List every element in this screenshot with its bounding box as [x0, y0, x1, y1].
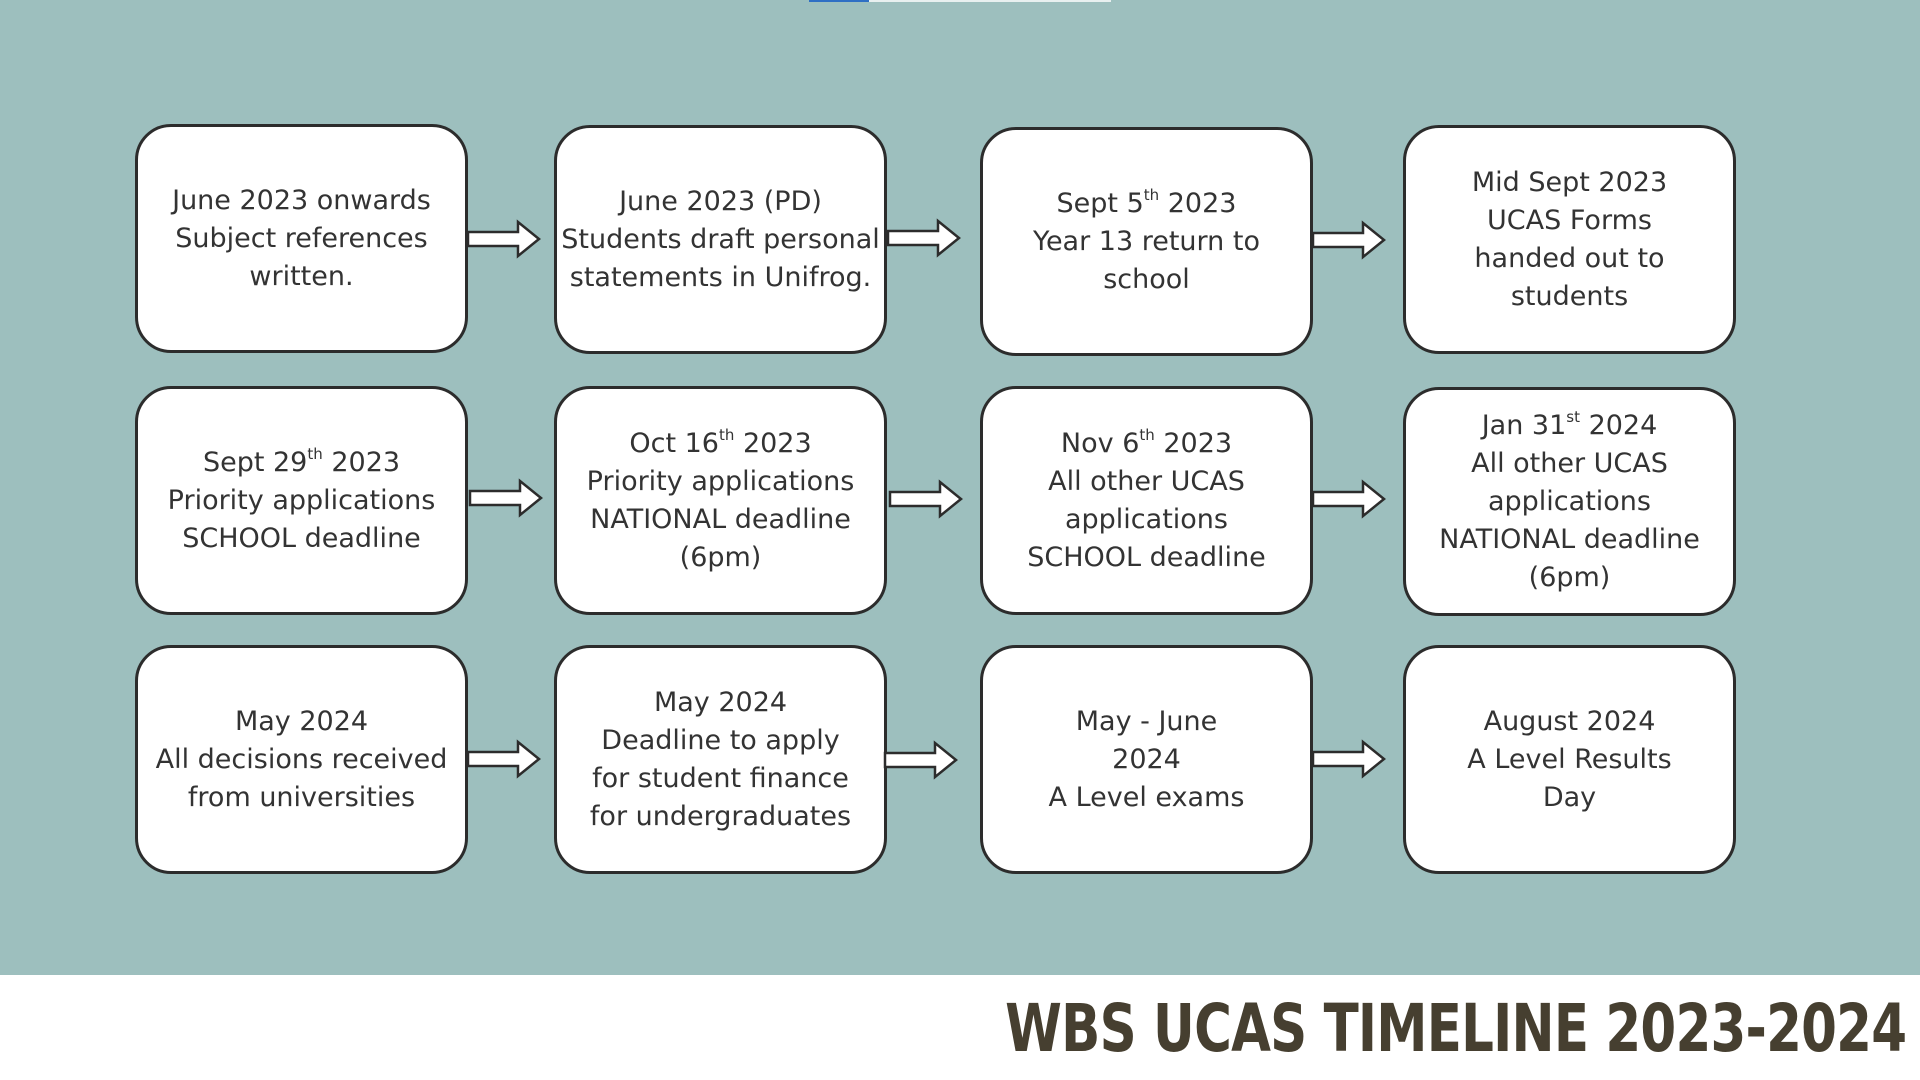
step-date: May 2024 [234, 705, 369, 737]
step-text: SCHOOL deadline [1027, 541, 1266, 573]
step-text: All other UCAS [1471, 447, 1668, 479]
slide-title: WBS UCAS TIMELINE 2023-2024 [1004, 990, 1907, 1067]
top-accent-bar-light [869, 0, 1111, 2]
step-date: June 2023 (PD) [619, 185, 822, 217]
arrow-right-icon [888, 479, 963, 519]
step-text: NATIONAL deadline [1439, 523, 1700, 555]
timeline-step-9: May 2024 All decisions received from uni… [135, 645, 468, 874]
timeline-step-7: Nov 6th 2023 All other UCAS applications… [980, 386, 1313, 615]
step-text: Deadline to apply [601, 724, 840, 756]
arrow-right-icon [468, 478, 543, 518]
step-text: applications [1064, 503, 1228, 535]
timeline-step-8: Jan 31st 2024 All other UCAS application… [1403, 387, 1736, 616]
step-text: Priority applications [586, 465, 855, 497]
step-text: handed out to [1474, 242, 1665, 274]
step-date: Sept 5th 2023 [1056, 185, 1237, 219]
step-text: (6pm) [1528, 561, 1611, 593]
timeline-step-5: Sept 29th 2023 Priority applications SCH… [135, 386, 468, 615]
top-accent-bar [809, 0, 869, 2]
step-text: statements in Unifrog. [569, 261, 872, 293]
step-date: May - June [1075, 705, 1218, 737]
arrow-right-icon [1311, 220, 1386, 260]
step-date: Sept 29th 2023 [202, 444, 401, 478]
step-text: SCHOOL deadline [182, 522, 421, 554]
step-text: A Level exams [1048, 781, 1245, 813]
timeline-step-10: May 2024 Deadline to apply for student f… [554, 645, 887, 874]
step-text: Day [1542, 781, 1597, 813]
step-text: school [1103, 263, 1190, 295]
step-text: UCAS Forms [1487, 204, 1652, 236]
timeline-step-6: Oct 16th 2023 Priority applications NATI… [554, 386, 887, 615]
step-date: Mid Sept 2023 [1471, 166, 1668, 198]
timeline-step-4: Mid Sept 2023 UCAS Forms handed out to s… [1403, 125, 1736, 354]
step-text: A Level Results [1467, 743, 1672, 775]
timeline-step-2: June 2023 (PD) Students draft personal s… [554, 125, 887, 354]
step-date: Nov 6th 2023 [1060, 425, 1233, 459]
timeline-step-12: August 2024 A Level Results Day [1403, 645, 1736, 874]
step-text: Priority applications [167, 484, 436, 516]
step-date: Jan 31st 2024 [1481, 407, 1658, 441]
step-text: NATIONAL deadline [590, 503, 851, 535]
arrow-right-icon [883, 740, 958, 780]
step-text: students [1510, 280, 1629, 312]
step-text: for student finance [592, 762, 849, 794]
step-text: All other UCAS [1048, 465, 1245, 497]
timeline-step-3: Sept 5th 2023 Year 13 return to school [980, 127, 1313, 356]
step-text: All decisions received [155, 743, 448, 775]
step-text: Subject references [175, 222, 428, 254]
step-text: (6pm) [679, 541, 762, 573]
step-text: Year 13 return to [1033, 225, 1260, 257]
step-text: applications [1487, 485, 1651, 517]
timeline-step-1: June 2023 onwards Subject references wri… [135, 124, 468, 353]
arrow-right-icon [466, 739, 541, 779]
step-date: June 2023 onwards [172, 184, 431, 216]
timeline-step-11: May - June 2024 A Level exams [980, 645, 1313, 874]
arrow-right-icon [466, 219, 541, 259]
step-date: Oct 16th 2023 [629, 425, 812, 459]
step-text: Students draft personal [561, 223, 880, 255]
arrow-right-icon [1311, 739, 1386, 779]
step-text: 2024 [1112, 743, 1181, 775]
step-date: May 2024 [653, 686, 788, 718]
step-text: for undergraduates [589, 800, 852, 832]
arrow-right-icon [886, 218, 961, 258]
step-text: written. [249, 260, 354, 292]
step-date: August 2024 [1483, 705, 1656, 737]
arrow-right-icon [1311, 479, 1386, 519]
step-text: from universities [187, 781, 416, 813]
